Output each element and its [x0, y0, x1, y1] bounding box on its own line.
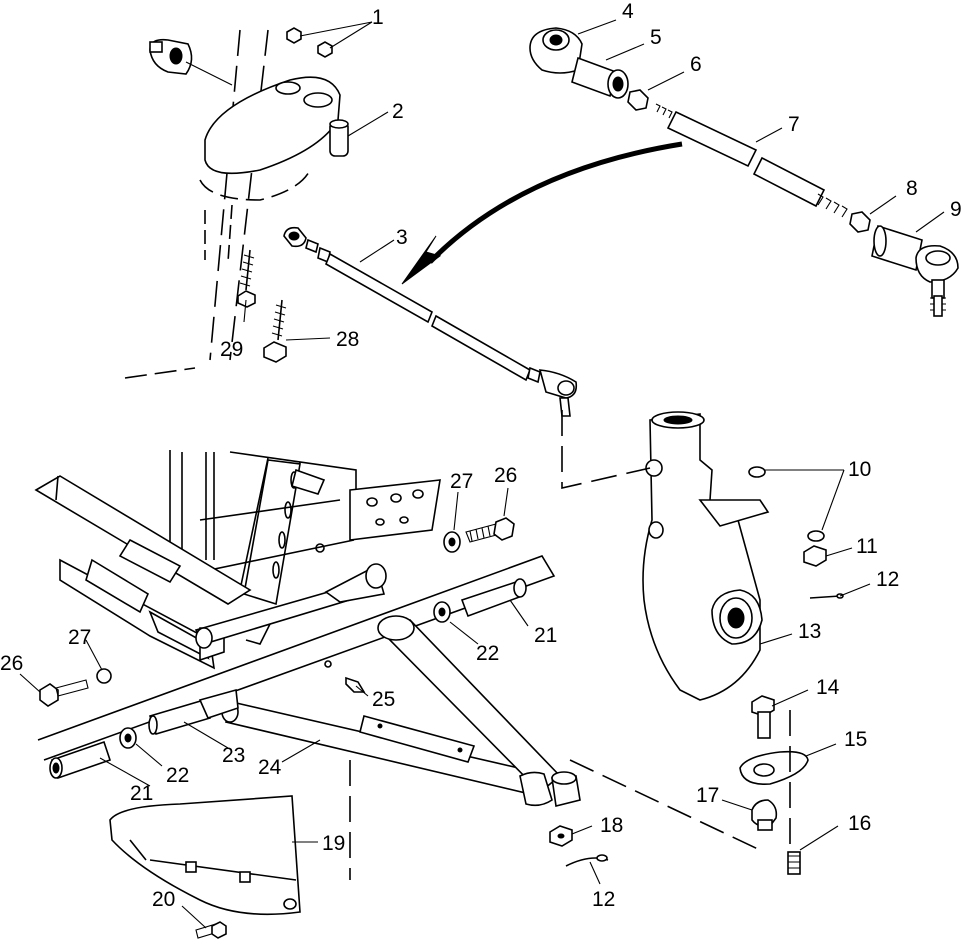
tie-rod-end-9: [871, 224, 959, 317]
screw-20: [195, 921, 227, 939]
callout-22-left: 22: [166, 764, 189, 787]
callout-24: 24: [258, 756, 282, 779]
pitman-arm-bushing: [329, 119, 349, 157]
callout-23: 23: [222, 744, 245, 767]
callout-26-left: 26: [0, 652, 23, 675]
ball-joint-bushing: [551, 771, 581, 807]
callout-15: 15: [844, 728, 867, 751]
callout-6: 6: [690, 53, 702, 76]
callout-27-left: 27: [68, 626, 91, 649]
callout-29: 29: [220, 338, 243, 361]
callout-25: 25: [372, 688, 395, 711]
washer-27-right: [443, 531, 461, 553]
a-arm-guard: [109, 795, 301, 916]
washers-10: [748, 466, 825, 542]
bolt-26-left: [39, 679, 89, 707]
leader-lines: [19, 19, 945, 929]
jam-nut-8: [849, 211, 871, 233]
bushing-21-right: [460, 578, 527, 618]
bolt-28: [263, 299, 287, 363]
bolt-29: [237, 249, 256, 308]
ball-joint-17: [751, 799, 778, 831]
washer-27-left: [96, 668, 112, 684]
frame-section: [34, 450, 556, 761]
washer-22-right: [433, 601, 451, 623]
cotter-pin-12-bottom: [565, 854, 609, 867]
bolt-26-right: [465, 517, 515, 543]
callout-27-right: 27: [450, 470, 473, 493]
callout-16: 16: [848, 812, 871, 835]
tie-rod-end-4: [529, 27, 583, 74]
callout-28: 28: [336, 328, 359, 351]
cotter-pin-12-top: [809, 593, 844, 599]
nut-pair: [286, 27, 333, 58]
callout-17: 17: [696, 784, 719, 807]
adjuster-sleeve-7: [655, 103, 848, 218]
callout-22-right: 22: [476, 642, 499, 665]
tie-rod-assembly: [283, 226, 578, 417]
rod-end-small: [149, 38, 193, 75]
callout-12-bottom: 12: [592, 888, 615, 911]
callout-4: 4: [622, 0, 634, 23]
boot-5: [571, 56, 629, 99]
nut-18: [549, 825, 573, 847]
callout-13: 13: [798, 620, 821, 643]
callout-1: 1: [372, 6, 384, 29]
bolt-16: [787, 851, 801, 875]
callout-2: 2: [392, 100, 404, 123]
callout-3: 3: [396, 226, 408, 249]
ball-joint-plate-15: [739, 750, 809, 785]
callout-9: 9: [950, 198, 962, 221]
bushing-23: [148, 688, 239, 735]
callout-21-left: 21: [130, 782, 153, 805]
bolt-14: [751, 695, 775, 739]
washer-22-left: [119, 727, 137, 749]
callout-numbers: 1 2 3 4 5 6 7 8 9 10 11 12 12 13 14 15 1…: [0, 0, 962, 911]
callout-11: 11: [856, 535, 878, 558]
callout-7: 7: [788, 113, 800, 136]
jam-nut-6: [627, 89, 649, 111]
callout-5: 5: [650, 26, 662, 49]
direction-arrow: [401, 141, 683, 285]
steering-post: [124, 29, 341, 379]
bushing-21-left: [49, 740, 112, 780]
castle-nut-11: [803, 545, 827, 567]
callout-12-top: 12: [876, 568, 899, 591]
callout-8: 8: [906, 177, 918, 200]
callout-19: 19: [322, 832, 345, 855]
callout-10: 10: [848, 458, 871, 481]
spindle-knuckle: [642, 411, 770, 701]
callout-26-right: 26: [494, 464, 517, 487]
callout-21-right: 21: [534, 624, 557, 647]
callout-20: 20: [152, 888, 175, 911]
callout-14: 14: [816, 676, 840, 699]
callout-18: 18: [600, 814, 623, 837]
